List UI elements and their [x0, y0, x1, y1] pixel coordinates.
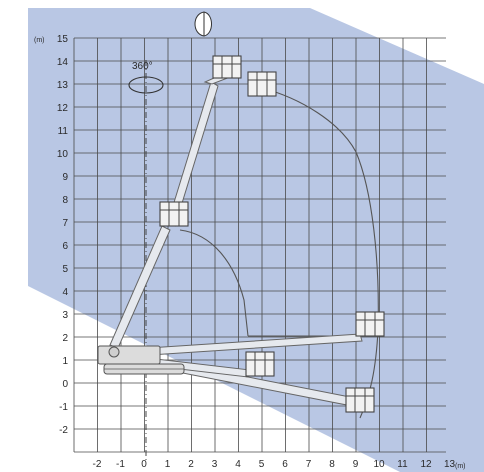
y-tick-label: 1	[62, 356, 68, 367]
y-tick-label: 0	[62, 379, 68, 390]
y-tick-label: 3	[62, 310, 68, 321]
grid	[73, 37, 446, 453]
x-tick-label: 10	[373, 459, 385, 470]
y-tick-label: 8	[62, 195, 68, 206]
y-tick-label: 12	[57, 103, 69, 114]
x-tick-label: 6	[282, 459, 288, 470]
x-tick-label: 5	[259, 459, 265, 470]
platform-basket-icon	[159, 201, 189, 227]
shaded-region	[28, 8, 484, 472]
outer-envelope	[261, 87, 379, 419]
x-tick-label: -2	[93, 459, 102, 470]
x-tick-label: -1	[116, 459, 125, 470]
y-tick-label: 14	[57, 57, 69, 68]
y-tick-label: 6	[62, 241, 68, 252]
y-tick-label: 10	[57, 149, 69, 160]
x-tick-label: 12	[420, 459, 432, 470]
y-tick-label: 13	[57, 80, 69, 91]
x-tick-label: 1	[165, 459, 171, 470]
platform-basket-icon	[247, 71, 277, 97]
x-tick-label: 11	[397, 459, 408, 470]
platform-basket-icon	[212, 55, 242, 79]
y-tick-label: 7	[62, 218, 68, 229]
platform-basket-icon	[355, 311, 385, 337]
x-tick-label: 2	[188, 459, 194, 470]
y-tick-label: 11	[58, 126, 69, 137]
slew-arc-icon	[194, 11, 212, 37]
y-tick-label: -1	[59, 402, 68, 413]
x-tick-label: 7	[306, 459, 312, 470]
y-tick-label: 15	[57, 34, 69, 45]
y-tick-label: 9	[62, 172, 68, 183]
x-tick-label: 3	[212, 459, 218, 470]
inner-envelope	[179, 229, 249, 337]
platform-basket-icon	[345, 387, 375, 413]
y-tick-label: -2	[59, 425, 68, 436]
y-tick-label: 2	[62, 333, 68, 344]
y-tick-label: 4	[62, 287, 68, 298]
x-unit-label: (m)	[455, 463, 466, 470]
y-unit-label: (m)	[34, 37, 45, 44]
platform-basket-icon	[245, 351, 275, 377]
x-tick-label: 13	[444, 459, 456, 470]
x-tick-label: 8	[329, 459, 335, 470]
x-tick-label: 0	[141, 459, 147, 470]
y-tick-label: 5	[62, 264, 68, 275]
rotation-label: 360°	[132, 61, 153, 72]
x-tick-label: 9	[353, 459, 359, 470]
x-tick-label: 4	[235, 459, 241, 470]
chassis-icon	[97, 345, 185, 375]
